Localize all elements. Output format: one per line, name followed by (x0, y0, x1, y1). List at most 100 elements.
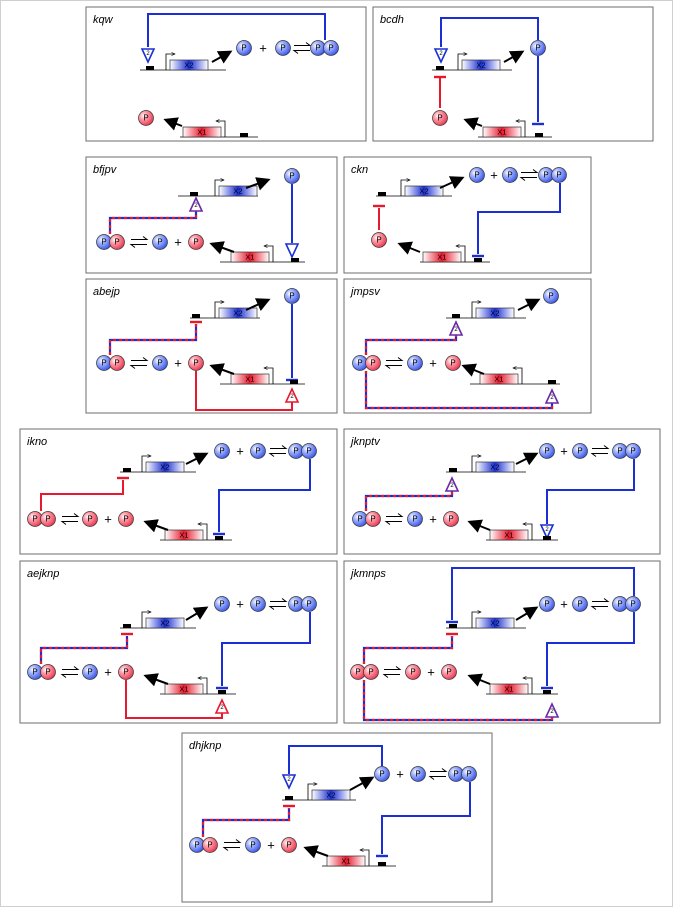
protein-icon (502, 167, 518, 183)
equilibrium-arrow (382, 674, 400, 678)
tss-arrow (360, 850, 370, 866)
plus-sign: + (267, 838, 275, 853)
protein-label: P (370, 515, 375, 524)
regulation-line (218, 459, 311, 532)
production-arrow (439, 176, 465, 190)
regulation-line (39, 636, 129, 664)
plus-sign: + (429, 512, 437, 527)
promoter-block (123, 468, 131, 472)
panel-frame (85, 6, 367, 142)
protein-label: P (157, 359, 162, 368)
activation-arrow (544, 388, 560, 404)
activation-arrow (188, 196, 204, 212)
gene-x2-label: X2 (160, 619, 169, 628)
tss-arrow (456, 246, 466, 262)
protein-label: P (450, 359, 455, 368)
plus-sign: + (104, 665, 112, 680)
regulation-line (546, 612, 635, 686)
equilibrium-arrow (131, 236, 149, 240)
protein-label: P (357, 359, 362, 368)
tss-arrow (141, 456, 151, 472)
regulation-line (364, 334, 458, 355)
promoter-block (190, 192, 198, 196)
protein-label: P (368, 668, 373, 677)
protein-icon (82, 664, 98, 680)
gene-x1-box (230, 373, 270, 385)
protein-label: P (410, 668, 415, 677)
protein-icon (40, 664, 56, 680)
production-arrow (303, 845, 329, 859)
tss-arrow (214, 302, 224, 318)
protein-icon (365, 511, 381, 527)
protein-icon (152, 234, 168, 250)
production-arrow (211, 50, 233, 64)
protein-icon (40, 511, 56, 527)
equilibrium-arrow (224, 839, 242, 843)
gene-x2-label: X2 (160, 463, 169, 472)
promoter-block (291, 258, 299, 262)
gene-x1-label: X1 (504, 531, 513, 540)
protein-icon (250, 596, 266, 612)
regulation-line (288, 745, 383, 774)
equilibrium-arrow (60, 674, 78, 678)
promoter-block (548, 380, 556, 384)
protein-label: P (535, 44, 540, 53)
protein-label: P (87, 668, 92, 677)
protein-label: P (219, 600, 224, 609)
protein-icon (109, 234, 125, 250)
cooperativity-label: 2 (550, 709, 554, 715)
promoter-block (449, 624, 457, 628)
tss-arrow (513, 368, 523, 384)
plus-sign: + (429, 356, 437, 371)
activation-arrow (444, 476, 460, 492)
plus-sign: + (427, 665, 435, 680)
regulation-line (40, 480, 124, 511)
activation-arrow (284, 387, 300, 403)
protein-label: P (577, 447, 582, 456)
protein-icon (405, 664, 421, 680)
protein-label: P (45, 515, 50, 524)
protein-icon (371, 232, 387, 248)
tss-arrow (198, 678, 208, 694)
tss-arrow (471, 456, 481, 472)
equilibrium-arrow (521, 169, 539, 173)
production-arrow (467, 673, 491, 687)
production-arrow (397, 241, 421, 255)
protein-icon (281, 837, 297, 853)
regulation-line (362, 636, 454, 664)
protein-label: P (293, 447, 298, 456)
regulation-line (451, 567, 635, 620)
gene-x1-box (422, 251, 462, 263)
production-arrow (163, 117, 183, 131)
promoter-block (378, 192, 386, 196)
equilibrium-arrow (386, 513, 404, 517)
protein-label: P (548, 292, 553, 301)
promoter-block (474, 258, 482, 262)
protein-label: P (474, 171, 479, 180)
panel-title: aejknp (27, 568, 59, 580)
protein-label: P (289, 292, 294, 301)
equilibrium-arrow (294, 42, 312, 46)
protein-icon (374, 766, 390, 782)
gene-x1-box (182, 126, 222, 138)
protein-label: P (101, 238, 106, 247)
equilibrium-arrow (386, 357, 404, 361)
tss-arrow (307, 784, 317, 800)
regulation-line (546, 459, 635, 524)
protein-label: P (355, 668, 360, 677)
production-arrow (143, 673, 169, 687)
cooperativity-label: 2 (194, 203, 198, 209)
promoter-block (285, 796, 293, 800)
protein-label: P (577, 600, 582, 609)
gene-x2-box (475, 617, 515, 629)
promoter-block (543, 690, 551, 694)
panel-title: ikno (27, 436, 47, 448)
cooperativity-label: 2 (439, 51, 443, 57)
protein-icon (323, 40, 339, 56)
plus-sign: + (560, 444, 568, 459)
production-arrow (515, 606, 539, 621)
equilibrium-arrow (430, 768, 448, 772)
protein-icon (301, 443, 317, 459)
production-arrow (209, 241, 235, 255)
